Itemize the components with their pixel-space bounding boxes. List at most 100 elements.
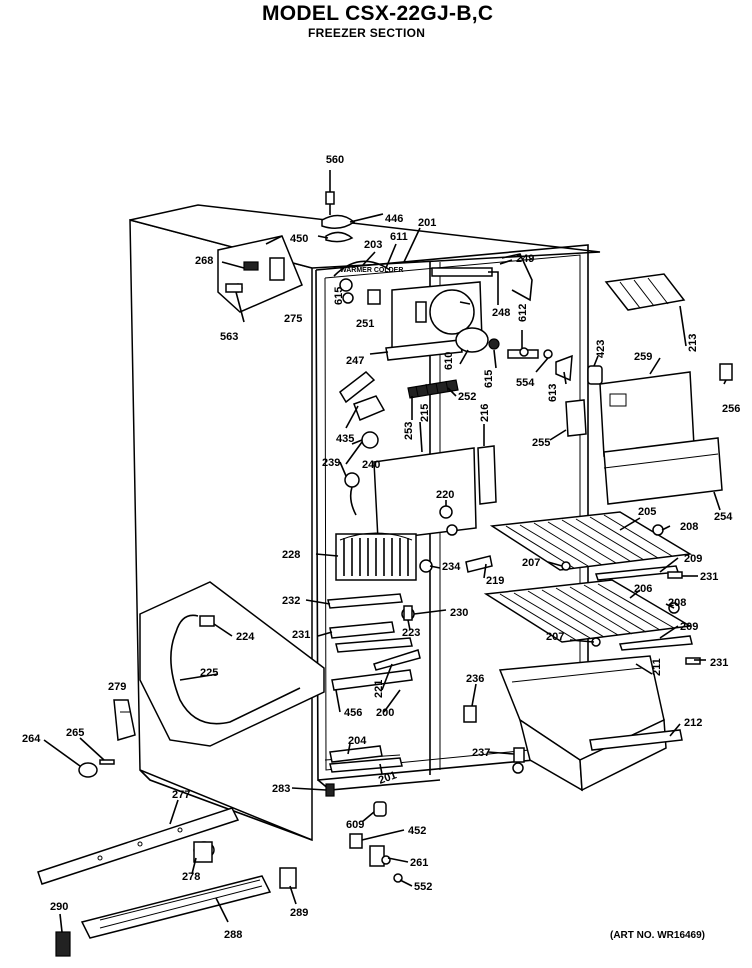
callout-228: 228 — [282, 549, 300, 561]
fan-motor-assembly — [455, 327, 603, 385]
callout-labels: 560 446 450 201 611 203 268 249 615 251 … — [22, 154, 740, 941]
callout-275: 275 — [284, 313, 302, 325]
callout-230: 230 — [450, 607, 468, 619]
callout-615: 615 — [333, 287, 345, 305]
svg-text:WARMER COLDER: WARMER COLDER — [340, 267, 403, 274]
callout-283: 283 — [272, 783, 290, 795]
callout-205: 205 — [638, 506, 656, 518]
callout-563: 563 — [220, 331, 238, 343]
callout-264: 264 — [22, 733, 41, 745]
callout-208: 208 — [680, 521, 698, 533]
callout-200: 200 — [376, 707, 394, 719]
parts-264-265 — [78, 759, 115, 778]
callout-212: 212 — [684, 717, 702, 729]
callout-279: 279 — [108, 681, 126, 693]
callout-452: 452 — [408, 825, 426, 837]
control-dial-assembly: WARMER COLDER — [333, 260, 403, 305]
callout-207: 207 — [522, 557, 540, 569]
callout-251: 251 — [356, 318, 374, 330]
evaporator-cover-215 — [373, 447, 477, 541]
callout-252: 252 — [458, 391, 476, 403]
part-290 — [55, 931, 71, 957]
callout-201: 201 — [418, 217, 436, 229]
leader-lines — [43, 170, 727, 933]
callout-231: 231 — [710, 657, 728, 669]
callout-204: 204 — [348, 735, 367, 747]
callout-209: 209 — [684, 553, 702, 565]
callout-213: 213 — [687, 334, 699, 352]
callout-253: 253 — [403, 422, 415, 440]
callout-610: 610 — [443, 352, 455, 370]
callout-211: 211 — [651, 658, 663, 676]
callout-223: 223 — [402, 627, 420, 639]
callout-255: 255 — [532, 437, 550, 449]
callout-203: 203 — [364, 239, 382, 251]
callout-450: 450 — [290, 233, 308, 245]
callout-240: 240 — [362, 459, 380, 471]
toe-grille-288 — [80, 875, 272, 939]
evaporator-228 — [335, 532, 417, 581]
temperature-control-cover — [217, 235, 303, 313]
callout-560: 560 — [326, 154, 344, 166]
lower-freezer-parts — [327, 593, 421, 691]
callout-215: 215 — [419, 404, 431, 422]
part-256 — [719, 363, 733, 381]
callout-423: 423 — [595, 340, 607, 358]
callout-216: 216 — [479, 404, 491, 422]
callout-615: 615 — [483, 370, 495, 388]
part-289 — [279, 867, 297, 889]
callout-247: 247 — [346, 355, 364, 367]
callout-220: 220 — [436, 489, 454, 501]
callout-254: 254 — [714, 511, 733, 523]
shelf-front-254 — [603, 437, 723, 505]
callout-232: 232 — [282, 595, 300, 607]
callout-278: 278 — [182, 871, 200, 883]
callout-554: 554 — [516, 377, 535, 389]
callout-256: 256 — [722, 403, 740, 415]
panel-255 — [565, 399, 587, 437]
callout-208: 208 — [668, 597, 686, 609]
callout-231: 231 — [292, 629, 310, 641]
callout-435: 435 — [336, 433, 354, 445]
part-237 — [512, 747, 525, 774]
callout-289: 289 — [290, 907, 308, 919]
callout-207: 207 — [546, 631, 564, 643]
page-subtitle: FREEZER SECTION — [308, 26, 426, 40]
mounting-plate-247 — [385, 339, 463, 361]
bracket-435 — [339, 371, 386, 421]
bottom-trim-204-201 — [329, 745, 403, 773]
callout-446: 446 — [385, 213, 403, 225]
callout-231: 231 — [700, 571, 718, 583]
base-rail-277 — [37, 807, 240, 885]
thermostat-239-240 — [344, 431, 379, 516]
callout-268: 268 — [195, 255, 213, 267]
top-screws-and-brackets — [321, 191, 356, 243]
freezer-basket-211 — [498, 655, 683, 792]
callout-239: 239 — [322, 457, 340, 469]
callout-224: 224 — [236, 631, 255, 643]
part-283 — [325, 783, 335, 797]
part-219 — [465, 555, 493, 573]
hinge-parts — [349, 801, 403, 883]
callout-236: 236 — [466, 673, 484, 685]
callout-612: 612 — [517, 304, 529, 322]
grille-252 — [407, 379, 459, 399]
wire-shelf-lower — [483, 579, 693, 651]
callout-206: 206 — [634, 583, 652, 595]
callout-225: 225 — [200, 667, 218, 679]
callout-219: 219 — [486, 575, 504, 587]
heater-loop-panel — [139, 581, 325, 747]
callout-609: 609 — [346, 819, 364, 831]
part-220 — [439, 505, 453, 519]
wire-shelf-upper — [489, 511, 693, 581]
callout-611: 611 — [390, 231, 408, 243]
callout-613: 613 — [547, 384, 559, 402]
art-number: (ART NO. WR16469) — [610, 930, 706, 941]
callout-290: 290 — [50, 901, 68, 913]
callout-261: 261 — [410, 857, 428, 869]
channel-216 — [477, 445, 497, 505]
callout-249: 249 — [516, 253, 534, 265]
callout-234: 234 — [442, 561, 461, 573]
part-236 — [463, 705, 477, 723]
